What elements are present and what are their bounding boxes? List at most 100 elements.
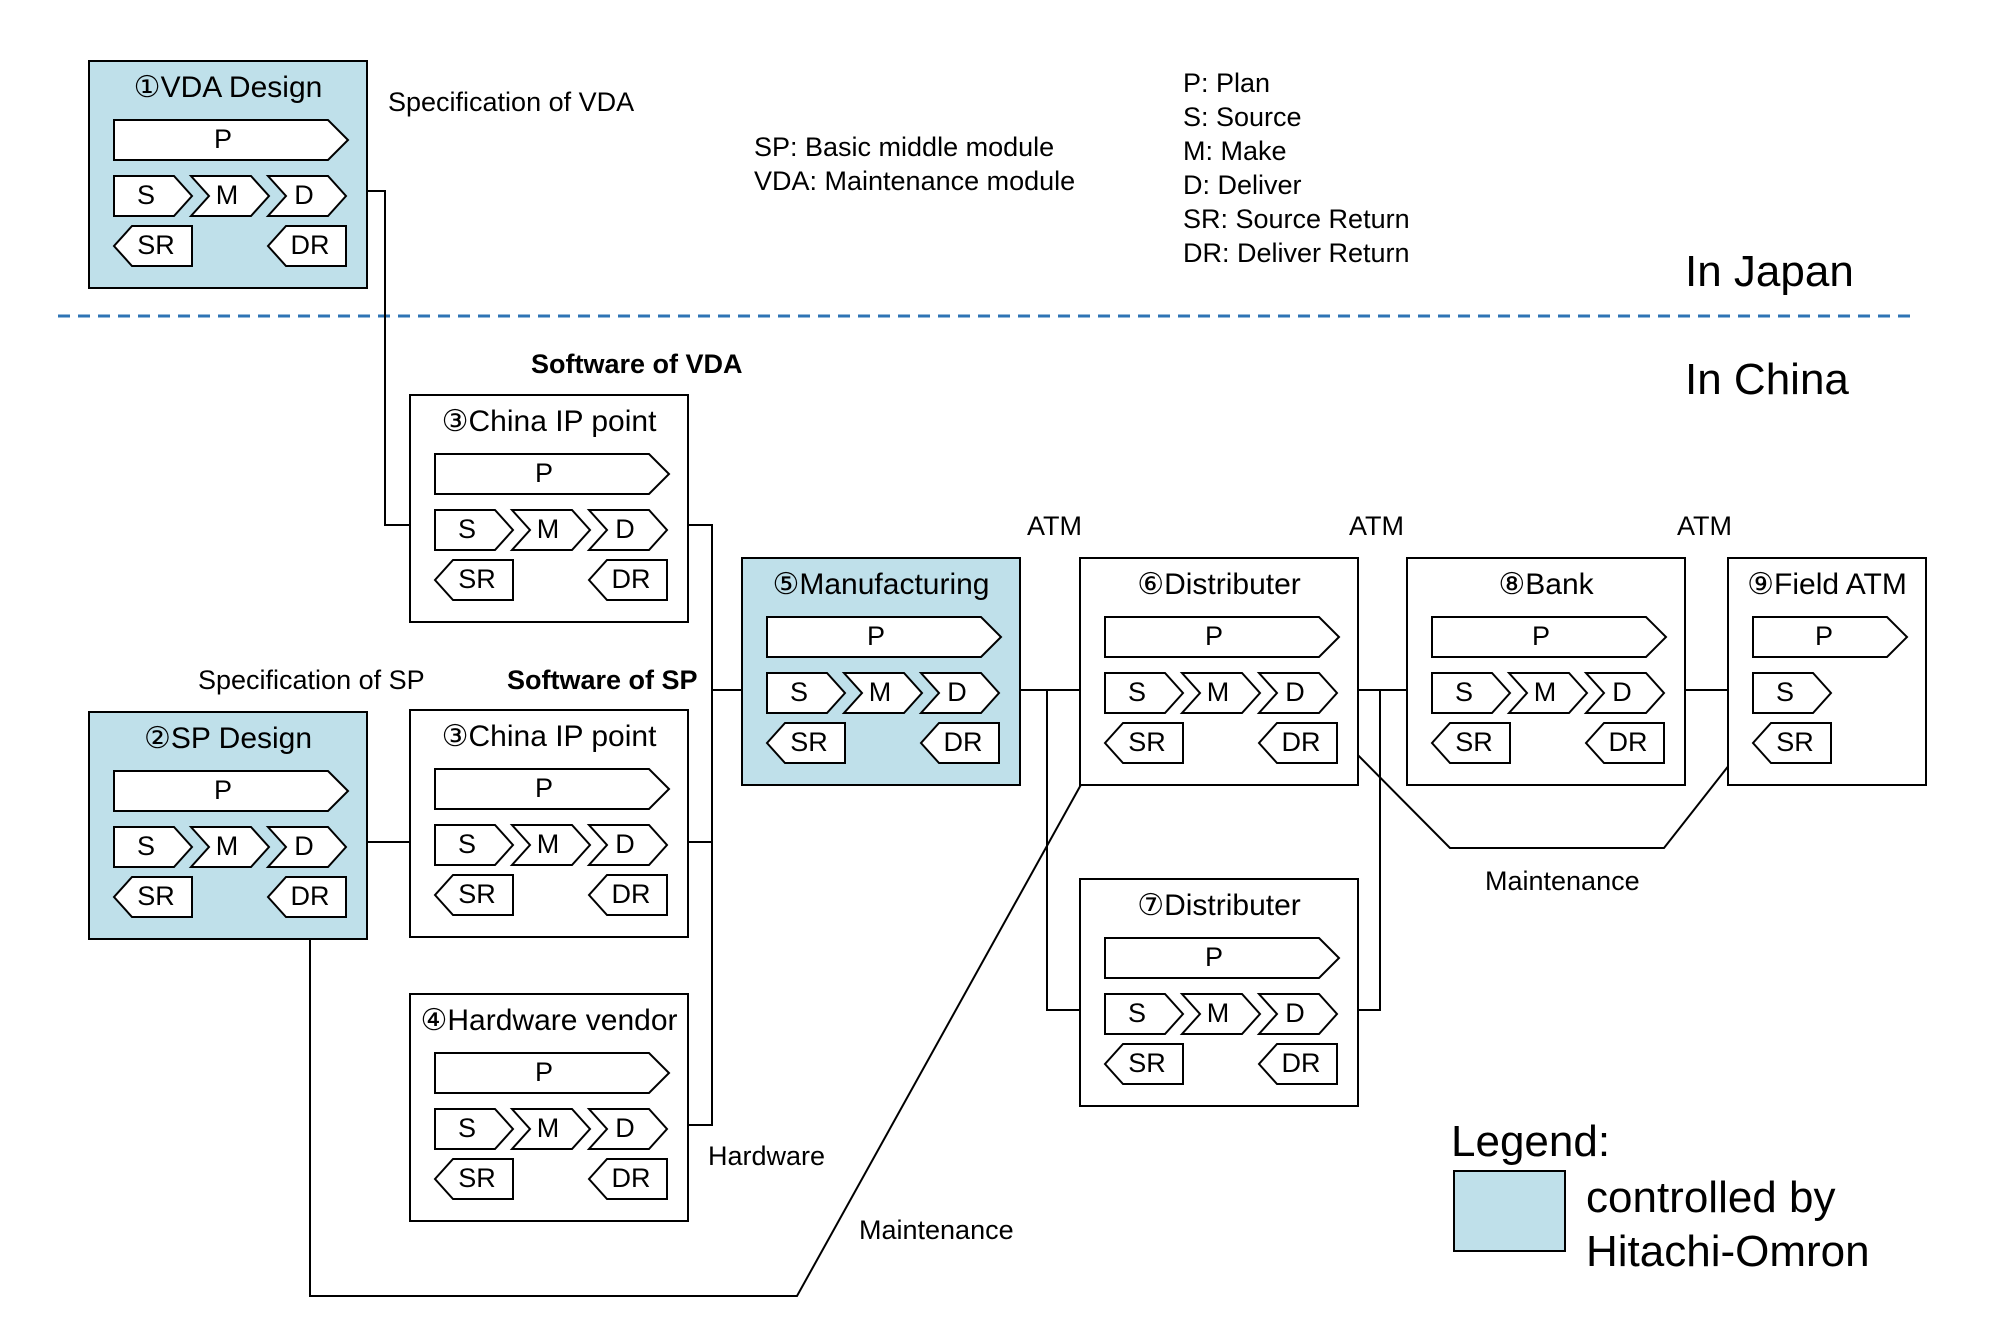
source-label: S [137,831,155,861]
deliver-return-chevron [1257,1043,1338,1085]
make-label: M [1207,998,1230,1028]
legend-title: Legend: [1451,1117,1611,1166]
deliver-return-label: DR [612,1163,651,1193]
source-label: S [1128,998,1146,1028]
label-atm-1: ATM [1027,511,1082,541]
deliver-return-chevron [266,225,347,267]
plan-chevron [766,616,1003,658]
source-chevron [766,672,847,714]
make-chevron [509,1108,592,1150]
plan-chevron [434,768,671,810]
label-spec-vda: Specification of VDA [388,87,635,117]
plan-chevron [1431,616,1668,658]
label-abbrev-deliver: D: Deliver [1183,170,1302,200]
node-title: ⑥Distributer [1137,568,1301,601]
make-chevron [841,672,924,714]
deliver-label: D [294,180,314,210]
deliver-chevron [1583,672,1666,714]
make-chevron [1179,993,1262,1035]
source-return-chevron [433,874,514,916]
deliver-return-label: DR [291,881,330,911]
source-chevron [434,1108,515,1150]
source-chevron [1431,672,1512,714]
deliver-chevron [265,826,348,868]
deliver-label: D [1285,998,1305,1028]
make-label: M [1534,677,1557,707]
deliver-return-label: DR [291,230,330,260]
make-label: M [869,677,892,707]
source-label: S [1128,677,1146,707]
deliver-return-chevron [1584,722,1665,764]
deliver-label: D [615,1113,635,1143]
source-return-label: SR [458,564,496,594]
deliver-label: D [1285,677,1305,707]
label-abbrev-vda: VDA: Maintenance module [754,166,1076,196]
make-label: M [216,831,239,861]
deliver-return-label: DR [1609,727,1648,757]
label-maintenance-2: Maintenance [859,1215,1014,1245]
source-label: S [458,1113,476,1143]
source-return-chevron [112,225,193,267]
plan-label: P [214,124,232,154]
source-label: S [1455,677,1473,707]
deliver-label: D [947,677,967,707]
deliver-chevron [265,175,348,217]
region-label-china: In China [1685,355,1849,404]
deliver-return-chevron [919,722,1000,764]
source-chevron [1104,672,1185,714]
node-title: ③China IP point [441,405,657,438]
node-title: ③China IP point [441,720,657,753]
plan-chevron [434,1052,671,1094]
label-atm-3: ATM [1677,511,1732,541]
make-chevron [509,509,592,551]
plan-label: P [214,775,232,805]
make-label: M [537,1113,560,1143]
deliver-chevron [586,824,669,866]
plan-label: P [1815,621,1833,651]
deliver-return-label: DR [1282,727,1321,757]
source-return-label: SR [1128,727,1166,757]
node-title: ⑧Bank [1498,568,1594,601]
deliver-return-label: DR [612,879,651,909]
deliver-chevron [1256,672,1339,714]
source-return-label: SR [1455,727,1493,757]
node-title: ②SP Design [143,722,313,755]
node-title: ⑨Field ATM [1747,568,1907,601]
source-chevron [113,826,194,868]
label-abbrev-sp: SP: Basic middle module [754,132,1055,162]
label-spec-sp: Specification of SP [198,665,425,695]
make-label: M [1207,677,1230,707]
plan-chevron [1104,937,1341,979]
legend-item-line-2: Hitachi-Omron [1586,1227,1870,1276]
node-title: ①VDA Design [133,71,323,104]
make-chevron [509,824,592,866]
plan-label: P [867,621,885,651]
deliver-chevron [918,672,1001,714]
source-return-chevron [433,559,514,601]
make-label: M [216,180,239,210]
source-chevron [434,824,515,866]
deliver-chevron [586,1108,669,1150]
source-return-chevron [765,722,846,764]
plan-label: P [1205,942,1223,972]
label-software-sp: Software of SP [507,665,698,695]
deliver-return-chevron [587,1158,668,1200]
source-label: S [458,829,476,859]
source-return-label: SR [137,881,175,911]
source-return-label: SR [1776,727,1814,757]
label-hardware: Hardware [708,1141,826,1171]
deliver-return-chevron [587,874,668,916]
source-chevron [434,509,515,551]
make-chevron [1506,672,1589,714]
